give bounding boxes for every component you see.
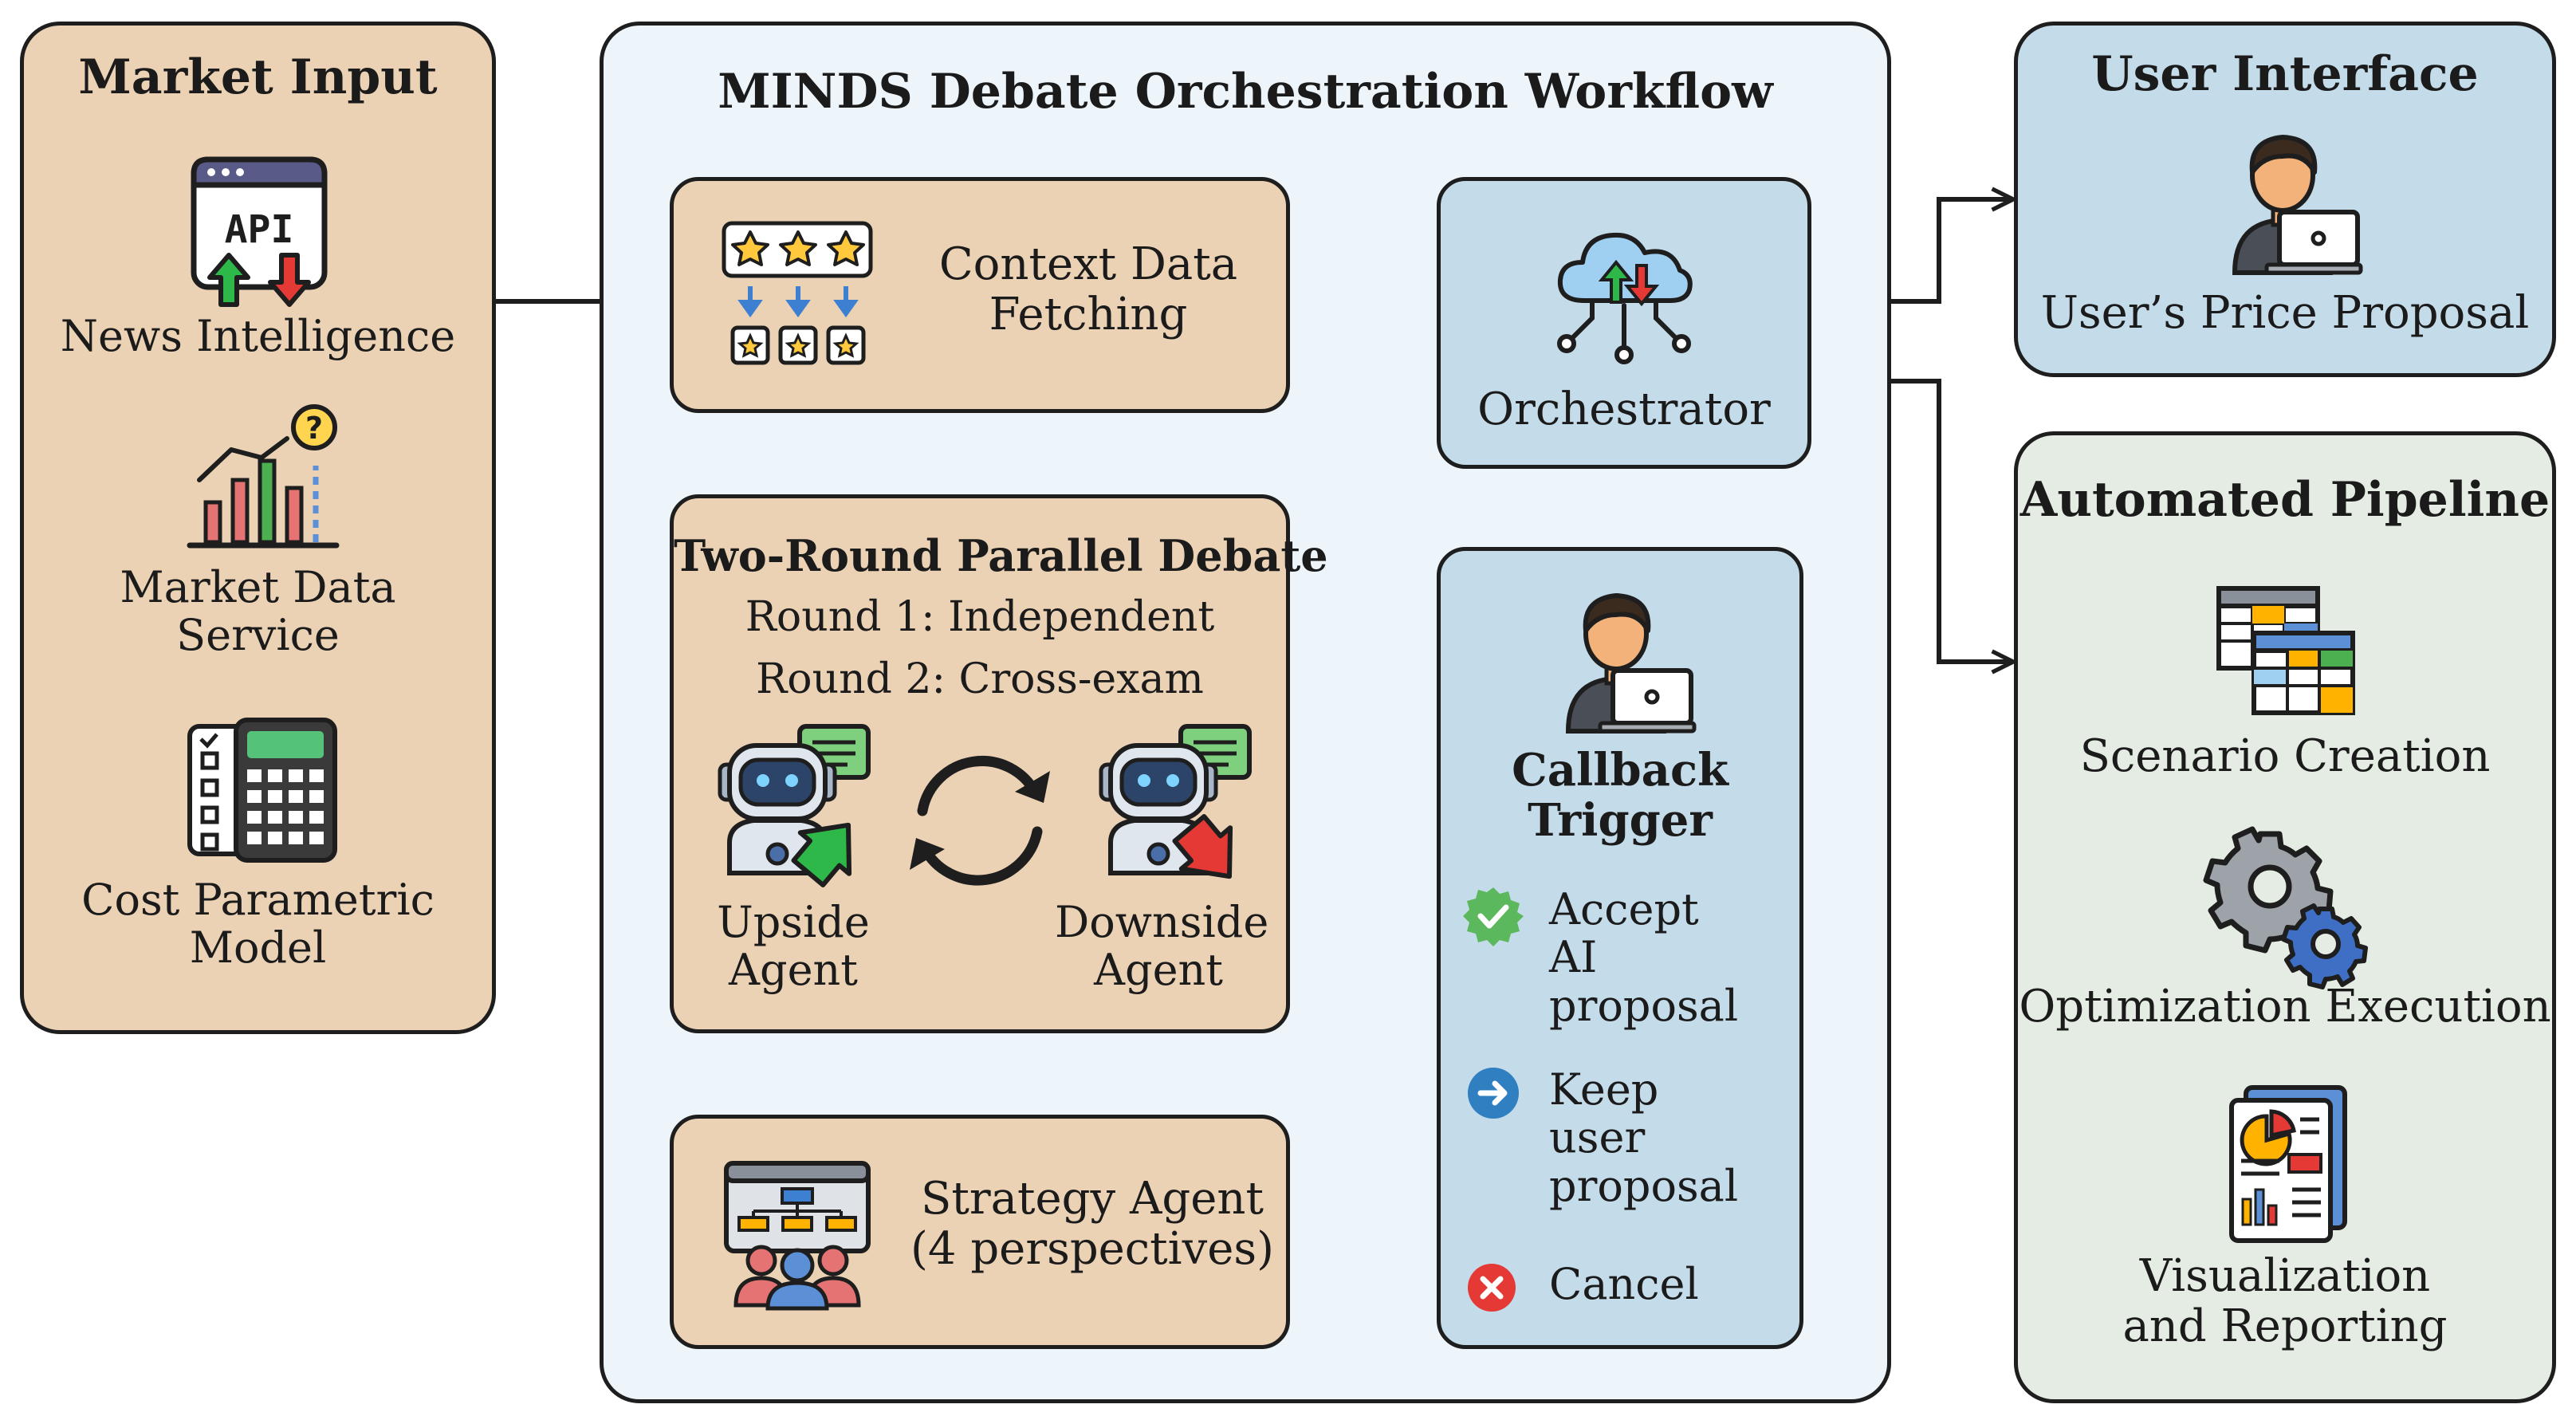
orchestrator-box: Orchestrator <box>1437 177 1811 469</box>
cost-parametric-model-label: Cost Parametric Model <box>81 875 435 974</box>
debate-round-2: Round 2: Cross-exam <box>756 655 1204 703</box>
question-mark-text: ? <box>305 411 323 446</box>
orchestrator-label: Orchestrator <box>1477 384 1771 435</box>
bar-chart-question-icon: ? <box>187 404 340 549</box>
cancel-label: Cancel <box>1549 1259 1699 1309</box>
workflow-title: MINDS Debate Orchestration Workflow <box>718 64 1773 120</box>
market-input-panel: Market Input API News Intelligence ? Mar… <box>20 22 496 1034</box>
visualization-reporting-label: Visualization and Reporting <box>2122 1250 2448 1352</box>
team-flowchart-icon <box>724 1161 871 1311</box>
news-intelligence-label: News Intelligence <box>60 311 456 361</box>
parallel-debate-box: Two-Round Parallel Debate Round 1: Indep… <box>670 494 1328 1033</box>
spreadsheet-icon <box>2216 586 2355 715</box>
automated-pipeline-title: Automated Pipeline <box>2020 472 2550 528</box>
scenario-creation-label: Scenario Creation <box>2079 730 2491 782</box>
upside-agent-label: Upside Agent <box>717 897 870 996</box>
optimization-execution-label: Optimization Execution <box>2019 981 2551 1033</box>
user-laptop-icon <box>2232 135 2363 275</box>
close-circle-icon <box>1468 1264 1516 1312</box>
gears-icon <box>2203 826 2368 989</box>
strategy-agent-box: Strategy Agent (4 perspectives) <box>670 1115 1290 1349</box>
user-laptop-icon <box>1565 593 1697 734</box>
market-input-title: Market Input <box>78 49 438 105</box>
rating-stars-icon <box>722 221 873 365</box>
debate-title: Two-Round Parallel Debate <box>674 530 1328 581</box>
report-icon <box>2229 1085 2347 1243</box>
automated-pipeline-panel: Automated Pipeline Scenario Creation Opt… <box>2014 431 2556 1403</box>
check-badge-icon <box>1463 887 1524 946</box>
context-data-fetching-label: Context Data Fetching <box>938 238 1238 340</box>
strategy-agent-label: Strategy Agent (4 perspectives) <box>910 1173 1274 1275</box>
keep-user-proposal-label: Keep user proposal <box>1549 1064 1739 1211</box>
calculator-icon <box>187 718 337 863</box>
api-icon-text: API <box>225 207 294 252</box>
debate-round-1: Round 1: Independent <box>745 593 1215 641</box>
accept-ai-proposal-label: Accept AI proposal <box>1549 884 1739 1031</box>
user-price-proposal-label: User’s Price Proposal <box>2040 287 2530 339</box>
context-data-fetching-box: Context Data Fetching <box>670 177 1290 413</box>
cloud-network-icon <box>1557 232 1693 364</box>
upside-agent-robot-icon <box>718 724 871 888</box>
callback-trigger-box: Callback Trigger Accept AI proposal Keep… <box>1437 547 1803 1349</box>
callback-trigger-title: Callback Trigger <box>1512 744 1728 847</box>
user-interface-title: User Interface <box>2091 46 2479 102</box>
api-icon: API <box>191 156 328 307</box>
downside-agent-label: Downside Agent <box>1055 897 1269 996</box>
arrow-right-circle-icon <box>1468 1068 1519 1119</box>
downside-agent-robot-icon <box>1099 724 1252 879</box>
market-data-service-label: Market Data Service <box>120 562 396 661</box>
cycle-arrows-icon <box>910 756 1050 886</box>
user-interface-panel: User Interface User’s Price Proposal <box>2014 22 2556 377</box>
